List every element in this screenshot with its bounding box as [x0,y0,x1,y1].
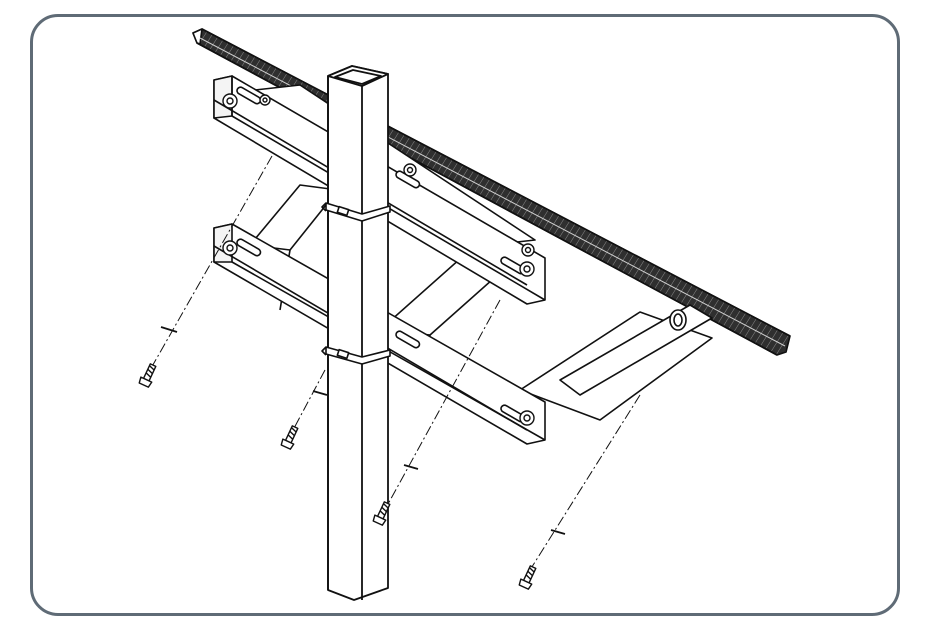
assembly-line [291,369,326,433]
assembly-line [529,394,641,571]
square-post [327,65,389,601]
bolt [138,363,537,590]
nut [222,93,535,426]
bolt [280,425,299,450]
bolt [372,501,391,526]
washer [160,326,178,333]
post-clamp-upper [321,202,391,222]
solar-panel [192,28,791,356]
assembly-line [381,299,501,516]
nut [259,94,271,106]
washer [160,326,566,535]
nut [222,240,238,256]
illustration-frame [30,14,900,616]
nut [519,410,535,426]
nut [222,93,238,109]
nut [519,261,535,277]
post-clamp-lower [321,346,391,365]
washer [403,464,419,470]
bolt [518,565,537,590]
washer [550,529,566,535]
nut [521,243,535,257]
washer [312,390,328,396]
bolt [138,363,157,388]
assembly-line [149,155,273,371]
assembly-line [149,155,641,571]
nut [403,163,417,177]
